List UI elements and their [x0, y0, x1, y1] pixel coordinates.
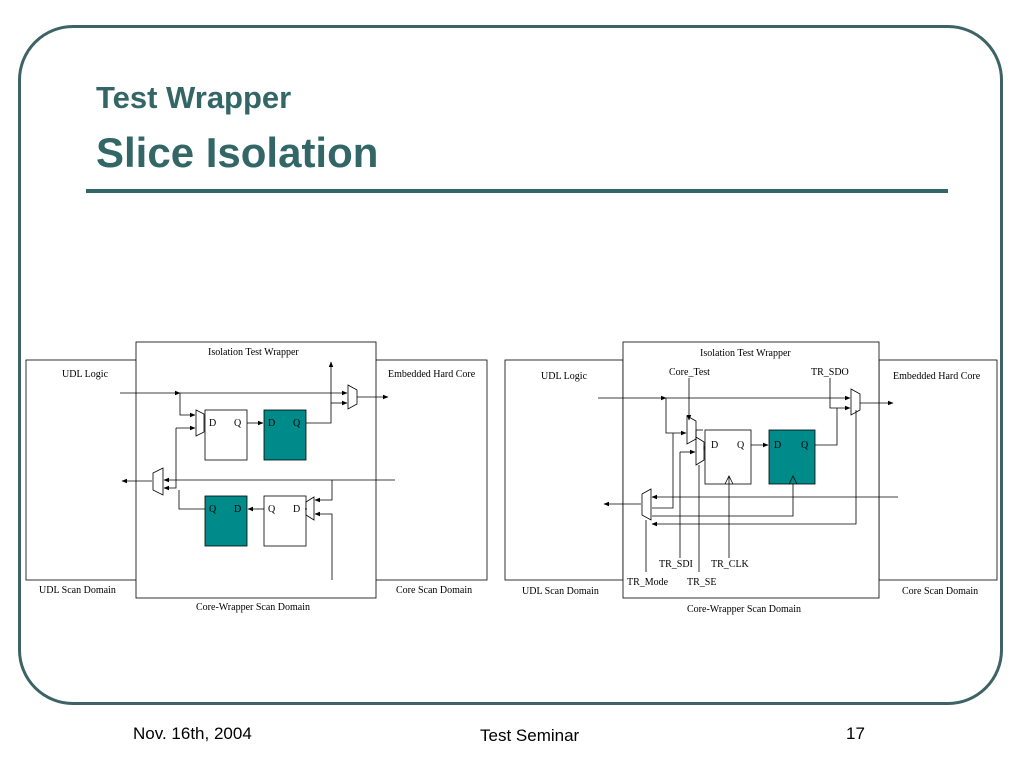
left-embedded-core-label: Embedded Hard Core	[388, 369, 476, 380]
core-test-label: Core_Test	[669, 367, 710, 378]
pin-d: D	[234, 504, 241, 515]
left-wrapper-scan-label: Core-Wrapper Scan Domain	[196, 602, 310, 613]
footer-date: Nov. 16th, 2004	[133, 724, 252, 743]
pin-q: Q	[268, 504, 276, 515]
left-udl-scan-label: UDL Scan Domain	[39, 585, 116, 596]
mux-functional	[686, 415, 697, 445]
pin-q: Q	[234, 418, 242, 429]
embedded-core-box	[374, 359, 488, 581]
slide-title-line-2: Slice Isolation	[96, 129, 379, 176]
title-underline	[86, 189, 948, 193]
left-udl-logic-label: UDL Logic	[62, 369, 109, 380]
page-number: 17	[846, 724, 865, 743]
tr-sdi-label: TR_SDI	[659, 559, 693, 570]
pin-q: Q	[293, 418, 301, 429]
tr-sdo-label: TR_SDO	[811, 367, 849, 378]
right-wrapper-title: Isolation Test Wrapper	[700, 348, 791, 359]
tr-se-label: TR_SE	[687, 577, 716, 588]
tr-mode-label: TR_Mode	[627, 577, 669, 588]
pin-q: Q	[209, 504, 217, 515]
footer-title: Test Seminar	[480, 726, 580, 745]
left-core-scan-label: Core Scan Domain	[396, 585, 472, 596]
tr-clk-label: TR_CLK	[711, 559, 750, 570]
register-upper-1	[204, 409, 248, 461]
right-udl-scan-label: UDL Scan Domain	[522, 586, 599, 597]
register-lower-1	[204, 495, 248, 547]
pin-q: Q	[737, 440, 745, 451]
mux-output	[850, 388, 861, 416]
register-upper-2	[263, 409, 307, 461]
right-wrapper-scan-label: Core-Wrapper Scan Domain	[687, 604, 801, 615]
right-core-scan-label: Core Scan Domain	[902, 586, 978, 597]
mux-upper-output	[347, 384, 358, 410]
register-lower-2	[263, 495, 307, 547]
right-udl-logic-label: UDL Logic	[541, 371, 588, 382]
mux-lower-input	[305, 496, 315, 521]
pin-q: Q	[801, 440, 809, 451]
embedded-core-box	[878, 359, 998, 581]
slide-title-line-1: Test Wrapper	[96, 80, 292, 115]
pin-d: D	[293, 504, 300, 515]
pin-d: D	[268, 418, 275, 429]
diagram-right	[504, 341, 998, 599]
pin-d: D	[209, 418, 216, 429]
diagram-left	[25, 341, 488, 599]
pin-d: D	[711, 440, 718, 451]
register-core-side	[768, 429, 816, 485]
mux-sdo-return	[641, 488, 652, 521]
udl-box	[504, 359, 624, 581]
pin-d: D	[774, 440, 781, 451]
mux-lower-output	[152, 467, 164, 496]
wrapper-box	[135, 341, 377, 599]
right-embedded-core-label: Embedded Hard Core	[893, 371, 981, 382]
mux-scan	[695, 436, 705, 466]
register-wrapper	[704, 429, 752, 485]
mux-upper-input	[195, 409, 205, 437]
slide-frame	[18, 25, 1003, 705]
left-wrapper-title: Isolation Test Wrapper	[208, 347, 299, 358]
